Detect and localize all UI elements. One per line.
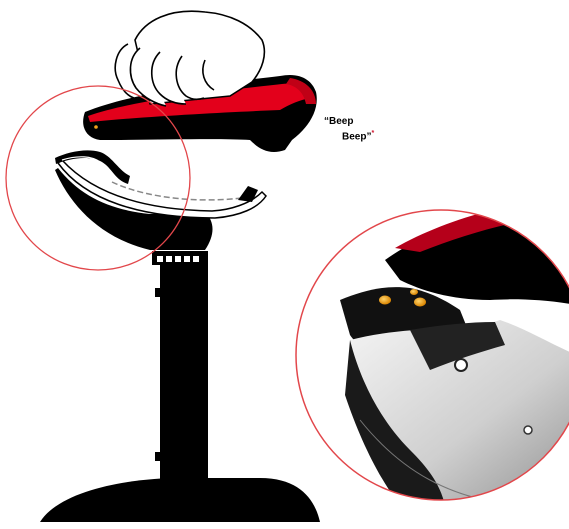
beep-line-2-row: Beep”* [324, 128, 374, 143]
beep-line-2: Beep” [342, 131, 371, 142]
beep-line-1: “Beep [324, 116, 374, 128]
screw-icon [524, 426, 532, 434]
footnote-mark: * [371, 130, 374, 137]
stand-collar [152, 251, 208, 265]
screw-icon [455, 359, 467, 371]
beep-sound-label: “Beep Beep”* [324, 116, 374, 143]
contact-pin-icon [379, 296, 391, 305]
contact-pin-icon [414, 298, 426, 307]
stand-base [40, 478, 320, 522]
zoom-detail [290, 198, 569, 505]
stand-pole [155, 262, 208, 482]
cradle [55, 150, 266, 250]
